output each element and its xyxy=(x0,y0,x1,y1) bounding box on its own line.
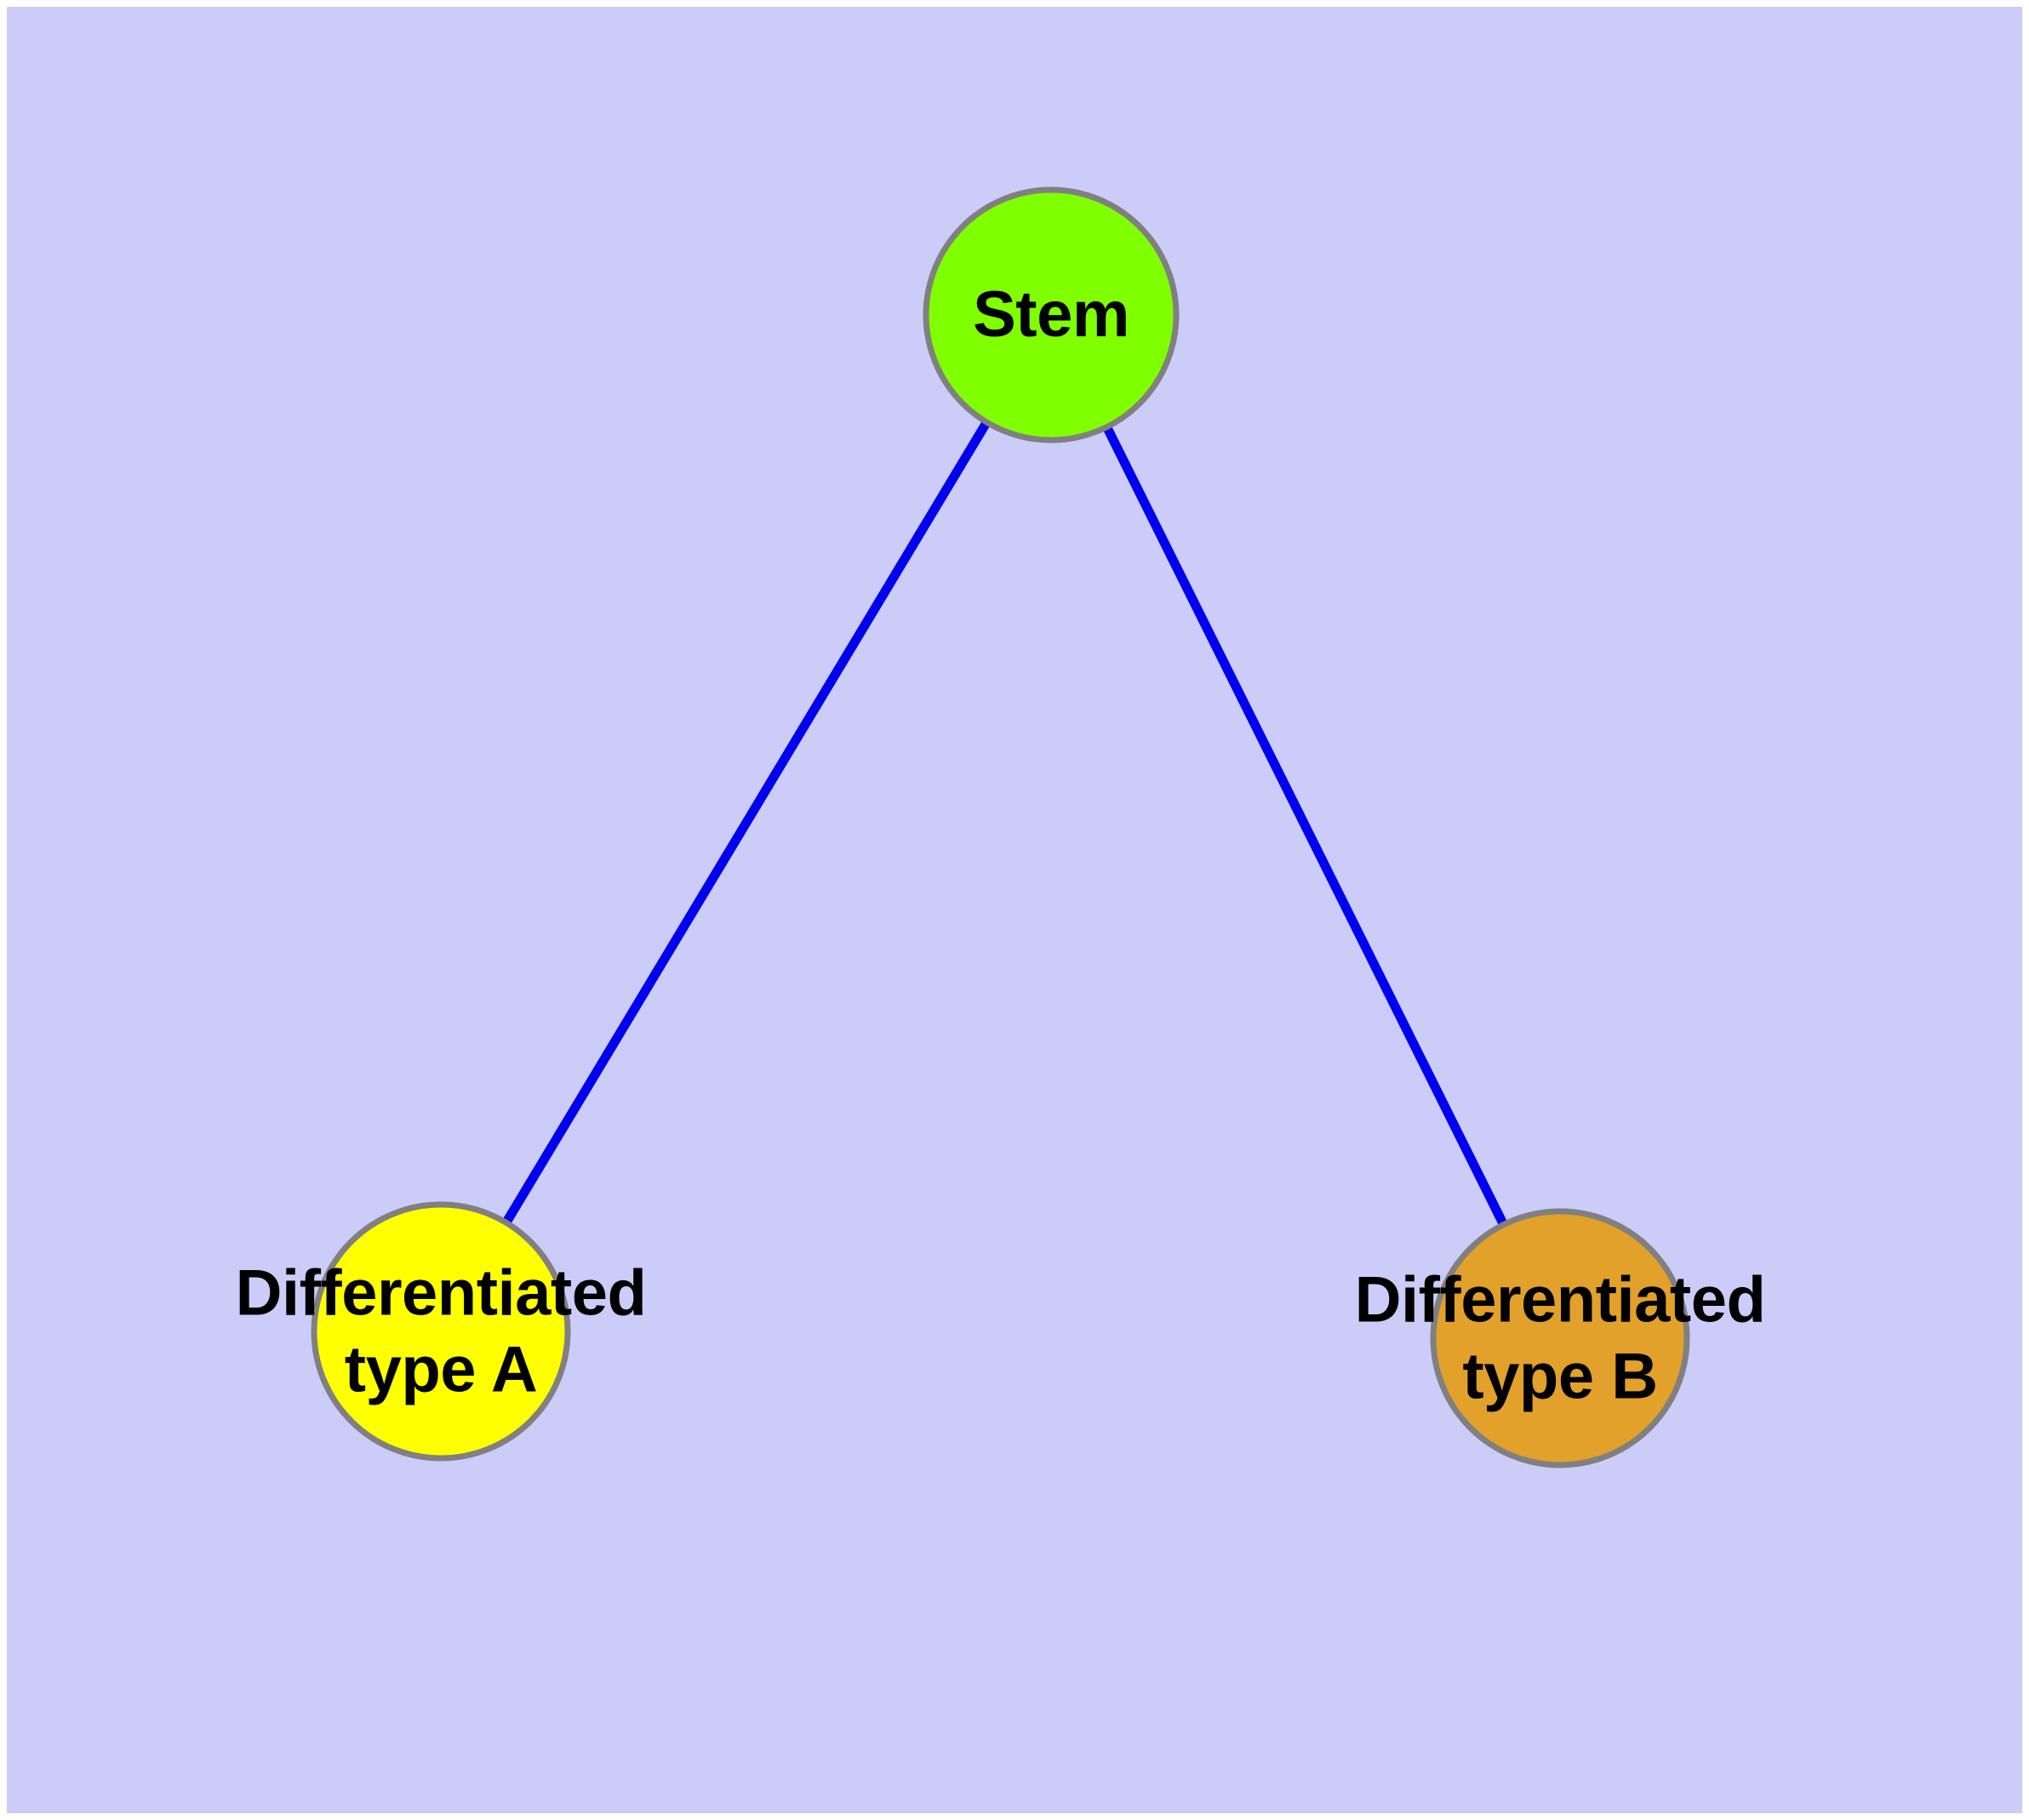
node-label-differentiated-type-b-line2: type B xyxy=(1462,1340,1658,1412)
node-label-differentiated-type-a: Differentiated type A xyxy=(236,1255,647,1407)
node-label-differentiated-type-b: Differentiated type B xyxy=(1355,1262,1766,1414)
node-label-differentiated-type-a-line1: Differentiated xyxy=(235,1256,647,1330)
node-label-differentiated-type-a-line2: type A xyxy=(344,1333,538,1405)
node-label-stem: Stem xyxy=(973,277,1129,353)
node-label-differentiated-type-b-line1: Differentiated xyxy=(1354,1263,1766,1336)
node-label-stem-text: Stem xyxy=(973,278,1129,352)
